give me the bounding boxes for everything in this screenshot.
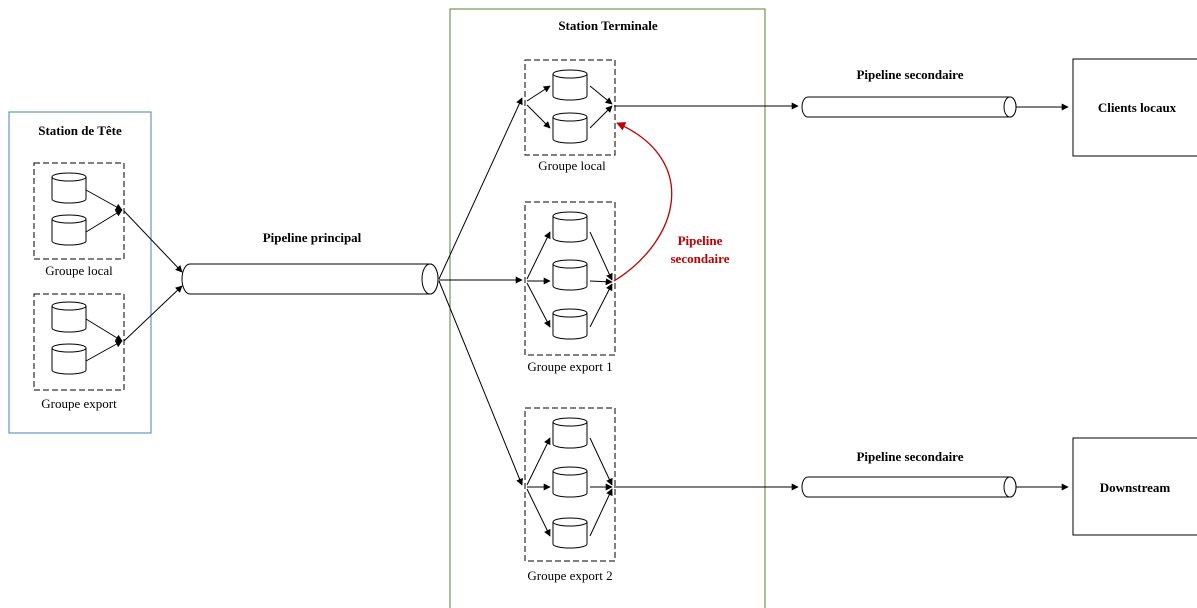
tank-icon — [51, 214, 87, 246]
head-group-export-label: Groupe export — [41, 396, 117, 411]
tank-icon — [51, 343, 87, 375]
internal-secondary-pipeline — [613, 122, 673, 282]
head-station-title: Station de Tête — [38, 123, 122, 138]
terminal-group-export1-box — [524, 201, 616, 356]
terminal-group-export2-label: Groupe export 2 — [527, 568, 612, 583]
downstream-box — [1072, 437, 1197, 536]
tank-icon — [552, 417, 588, 449]
tank-icon — [51, 172, 87, 204]
terminal-group-export1-label: Groupe export 1 — [527, 359, 612, 374]
secondary-pipeline-bottom-label: Pipeline secondaire — [856, 449, 963, 464]
secondary-pipeline-top — [801, 96, 1017, 118]
internal-pipeline-label-2: secondaire — [671, 251, 730, 266]
terminal-station-box — [449, 8, 766, 608]
internal-pipeline-label-1: Pipeline — [678, 233, 723, 248]
clients-locaux-label: Clients locaux — [1098, 100, 1177, 115]
main-pipeline — [181, 263, 439, 295]
tank-icon — [552, 517, 588, 549]
downstream-label: Downstream — [1100, 480, 1171, 495]
head-station-box — [8, 111, 152, 434]
tank-icon — [552, 259, 588, 291]
tank-icon — [552, 466, 588, 498]
terminal-station-title: Station Terminale — [558, 18, 658, 33]
main-pipeline-label: Pipeline principal — [263, 230, 362, 245]
tank-icon — [552, 308, 588, 340]
secondary-pipeline-top-label: Pipeline secondaire — [856, 67, 963, 82]
head-group-export-box — [33, 293, 125, 391]
tank-icon — [552, 112, 588, 144]
terminal-group-export2-box — [524, 407, 616, 562]
clients-locaux-box — [1072, 58, 1197, 157]
head-group-local-label: Groupe local — [45, 263, 113, 278]
secondary-pipeline-bottom — [801, 476, 1017, 498]
tank-icon — [552, 211, 588, 243]
terminal-group-local-label: Groupe local — [538, 158, 606, 173]
tank-icon — [51, 301, 87, 333]
terminal-group-local-box — [524, 59, 616, 156]
tank-icon — [552, 69, 588, 101]
